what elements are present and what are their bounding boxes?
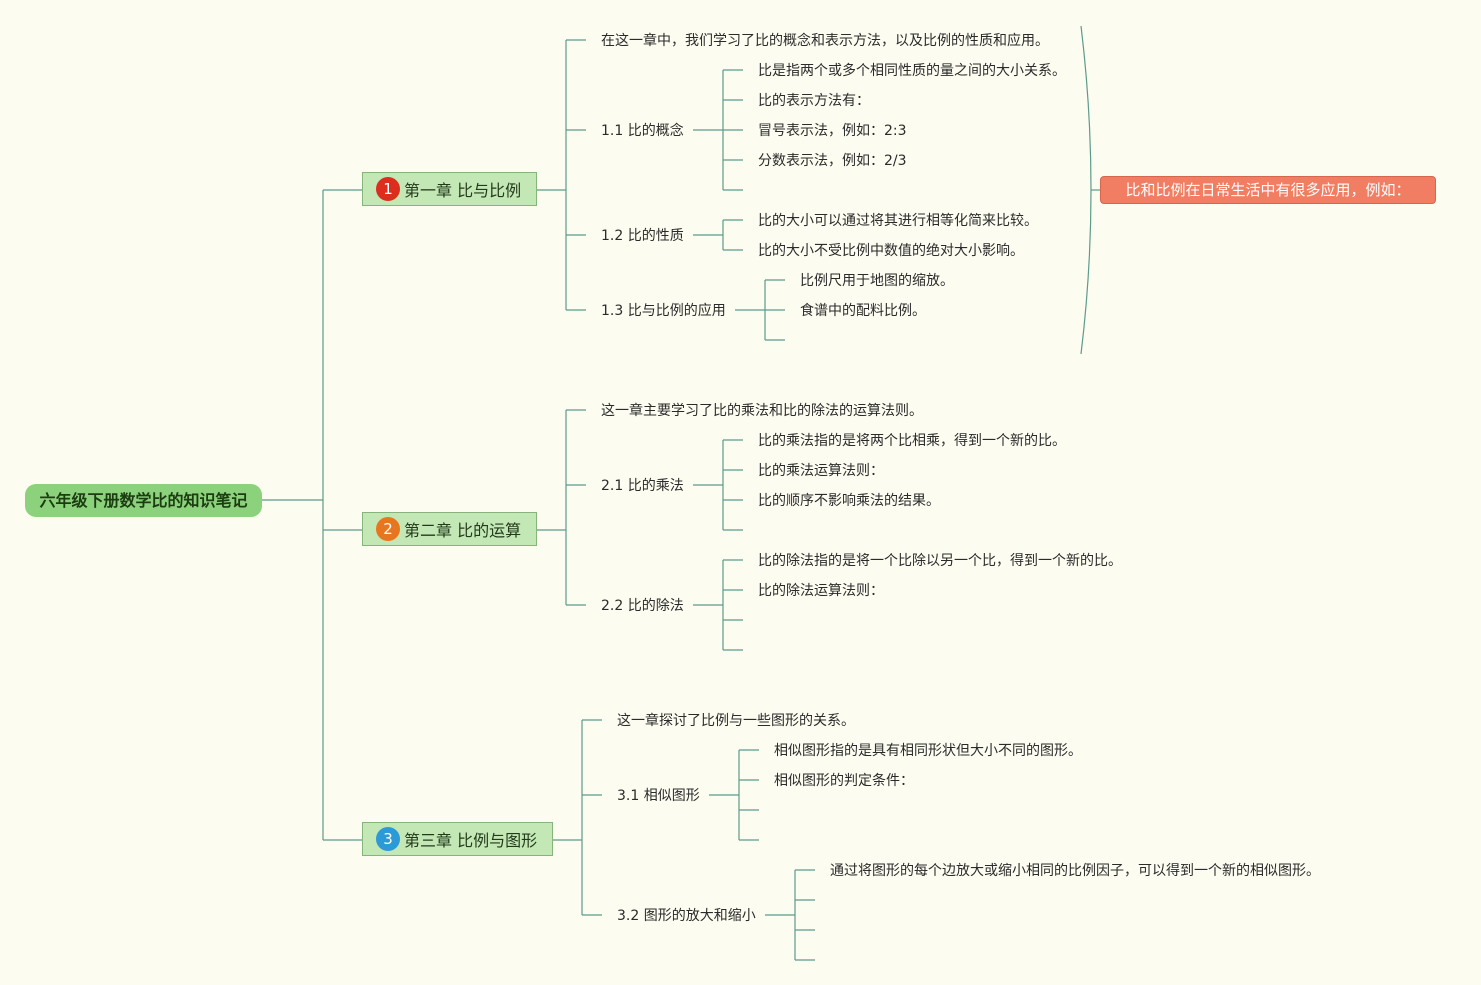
section-1-3-label[interactable]: 1.3 比与比例的应用 [601,303,726,319]
section-3-2-label[interactable]: 3.2 图形的放大和缩小 [617,908,756,924]
section-1-1-item[interactable]: 比是指两个或多个相同性质的量之间的大小关系。 [758,63,1066,79]
chapter-1-number-badge: 1 [376,177,400,201]
chapter-1-title: 第一章 比与比例 [404,181,522,200]
chapter-1-node[interactable]: 1 第一章 比与比例 [362,172,537,206]
section-1-3-item[interactable]: 比例尺用于地图的缩放。 [800,273,954,289]
section-1-1-bracket [693,69,743,191]
section-2-1-item[interactable]: 比的乘法指的是将两个比相乘，得到一个新的比。 [758,433,1066,449]
chapter-2-node[interactable]: 2 第二章 比的运算 [362,512,537,546]
section-1-2-label[interactable]: 1.2 比的性质 [601,228,684,244]
chapter-3-intro[interactable]: 这一章探讨了比例与一些图形的关系。 [617,713,855,729]
section-2-2-label[interactable]: 2.2 比的除法 [601,598,684,614]
chapter-3-node[interactable]: 3 第三章 比例与图形 [362,822,553,856]
section-3-1-bracket [709,749,759,841]
section-3-1-item[interactable]: 相似图形指的是具有相同形状但大小不同的图形。 [774,743,1082,759]
section-3-1-label[interactable]: 3.1 相似图形 [617,788,700,804]
section-1-2-item[interactable]: 比的大小可以通过将其进行相等化简来比较。 [758,213,1038,229]
chapter-1-intro[interactable]: 在这一章中，我们学习了比的概念和表示方法，以及比例的性质和应用。 [601,33,1049,49]
section-2-1-bracket [693,439,743,531]
chapter-3-title: 第三章 比例与图形 [404,831,538,850]
section-1-2-bracket [693,219,743,251]
section-3-2-item[interactable]: 通过将图形的每个边放大或缩小相同的比例因子，可以得到一个新的相似图形。 [830,863,1320,879]
section-2-1-label[interactable]: 2.1 比的乘法 [601,478,684,494]
section-2-2-bracket [693,559,743,651]
section-1-3-item[interactable]: 食谱中的配料比例。 [800,303,926,319]
section-2-1-item[interactable]: 比的乘法运算法则： [758,463,884,479]
section-1-1-label[interactable]: 1.1 比的概念 [601,123,684,139]
chapter-3-ticks [582,719,602,916]
section-1-3-bracket [735,279,785,341]
section-1-2-item[interactable]: 比的大小不受比例中数值的绝对大小影响。 [758,243,1024,259]
chapter-2-title: 第二章 比的运算 [404,521,522,540]
section-2-2-item[interactable]: 比的除法指的是将一个比除以另一个比，得到一个新的比。 [758,553,1122,569]
root-node-title[interactable]: 六年级下册数学比的知识笔记 [25,484,262,517]
summary-callout[interactable]: 比和比例在日常生活中有很多应用，例如： [1100,176,1436,204]
chapter-2-intro[interactable]: 这一章主要学习了比的乘法和比的除法的运算法则。 [601,403,923,419]
section-1-1-item[interactable]: 冒号表示法，例如：2:3 [758,123,907,139]
summary-arc [1080,25,1092,355]
chapter-3-number-badge: 3 [376,827,400,851]
chapter-2-number-badge: 2 [376,517,400,541]
chapter-2-ticks [566,409,586,606]
section-1-1-item[interactable]: 分数表示法，例如：2/3 [758,153,907,169]
section-3-1-item[interactable]: 相似图形的判定条件： [774,773,914,789]
section-1-1-item[interactable]: 比的表示方法有： [758,93,870,109]
section-3-2-bracket [765,869,815,961]
section-2-1-item[interactable]: 比的顺序不影响乘法的结果。 [758,493,940,509]
chapter-1-ticks [566,39,586,311]
section-2-2-item[interactable]: 比的除法运算法则： [758,583,884,599]
